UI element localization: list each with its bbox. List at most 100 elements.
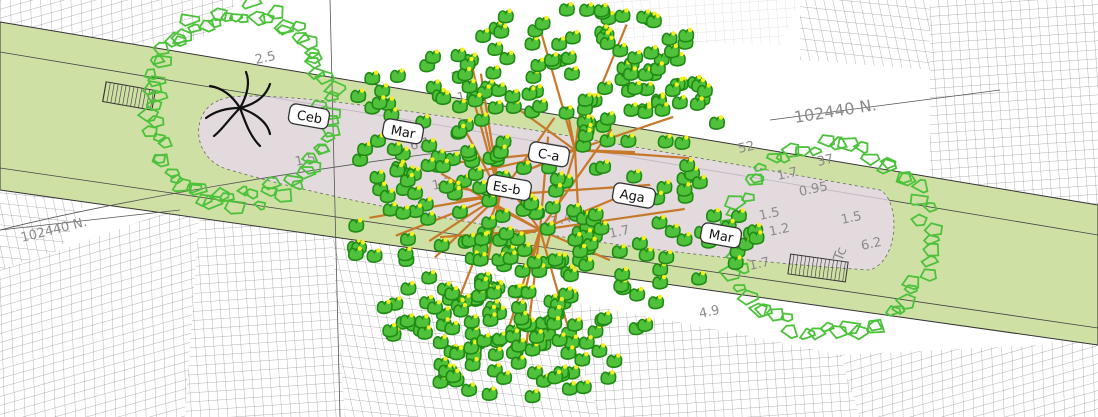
canopy-outline (146, 114, 165, 129)
canopy-outline (808, 146, 823, 157)
tree-icon (452, 98, 469, 114)
tree-icon (679, 157, 696, 173)
tree-icon (661, 31, 678, 46)
tree-icon (599, 132, 616, 148)
canopy-outline (290, 20, 306, 32)
tree-icon (432, 334, 449, 350)
tree-icon (532, 98, 549, 113)
tree-icon (651, 214, 668, 230)
tree-icon (691, 174, 708, 190)
tree-icon (521, 86, 538, 101)
dimension-label: 37 (816, 152, 835, 170)
canopy-outline (300, 159, 322, 175)
canopy-outline (765, 307, 785, 322)
canopy-outline (847, 324, 870, 341)
species-label-ceb: Ceb (296, 108, 324, 127)
tree-icon (487, 99, 504, 115)
tree-icon (652, 274, 669, 290)
tree-icon (587, 206, 604, 222)
tree-icon (599, 110, 616, 126)
tree-icon (528, 329, 545, 344)
tree-icon (638, 247, 655, 262)
tree-icon (591, 343, 608, 358)
tree-icon (706, 207, 723, 223)
tree-icon (606, 353, 623, 369)
tree-icon (467, 92, 484, 108)
tree-icon (399, 313, 416, 328)
tree-icon (348, 218, 365, 233)
tree-icon (445, 368, 462, 384)
tree-icon (663, 43, 680, 59)
tree-icon (482, 312, 499, 327)
tree-icon (678, 27, 695, 43)
tree-icon (502, 250, 519, 266)
tree-icon (453, 302, 470, 318)
tree-icon (575, 379, 592, 395)
canopy-outline (819, 321, 835, 333)
tree-icon (572, 243, 589, 259)
tree-icon (515, 160, 532, 175)
canopy-outline (186, 183, 203, 194)
canopy-outline (252, 200, 267, 211)
tree-icon (593, 220, 610, 236)
tree-icon (526, 254, 543, 270)
tree-icon (658, 249, 675, 265)
tree-icon (627, 80, 644, 96)
canopy-outline (817, 134, 835, 148)
tree-icon (414, 314, 431, 329)
label-tc: Tc (830, 245, 850, 264)
canopy-outline (723, 195, 747, 211)
tree-icon (539, 221, 556, 236)
canopy-outline (143, 68, 158, 81)
tree-icon (664, 82, 681, 98)
tree-icon (614, 8, 631, 23)
dimension-label: 1.5 (840, 209, 863, 228)
canopy-outline (909, 213, 928, 227)
canopy-outline (313, 70, 336, 86)
tree-icon (544, 199, 561, 215)
tree-icon (596, 310, 613, 326)
tree-icon (611, 243, 628, 259)
canopy-outline (170, 28, 193, 45)
tree-icon (731, 208, 748, 224)
tree-icon (513, 310, 530, 326)
canopy-outline (306, 51, 323, 65)
species-label-mar-2: Mar (708, 227, 735, 246)
canopy-outline (894, 293, 917, 310)
canopy-outline (879, 156, 897, 170)
tree-icon (449, 345, 466, 361)
tree-icon (561, 381, 578, 396)
canopy-outline (859, 153, 881, 167)
canopy-outline (312, 143, 331, 156)
tree-icon (395, 205, 412, 220)
tree-icon (577, 92, 594, 107)
tree-icon (578, 257, 595, 272)
tree-icon (366, 248, 383, 263)
tree-icon (614, 266, 631, 282)
canopy-outline (275, 24, 293, 36)
canopy-outline (827, 324, 848, 340)
tree-icon (487, 41, 504, 56)
tree-icon (620, 133, 637, 148)
canopy-outline (919, 268, 937, 282)
dimension-label: 1.7 (748, 255, 771, 274)
tree-icon (460, 143, 477, 159)
tree-icon (487, 346, 504, 362)
tree-icon (427, 300, 444, 315)
tree-icon (433, 237, 450, 253)
canopy-outline (910, 178, 929, 194)
canopy-outline (157, 136, 174, 149)
dimension-label: 4.9 (698, 303, 721, 322)
canopy-outline (274, 187, 293, 203)
tree-icon (379, 188, 396, 204)
tree-branch (574, 148, 690, 160)
tree-icon (599, 35, 616, 51)
tree-icon (350, 88, 367, 104)
tree-icon (382, 201, 399, 217)
tree-icon (600, 370, 617, 385)
canopy-outline (798, 327, 817, 341)
tree-icon (674, 135, 691, 150)
canopy-outline (897, 172, 913, 184)
tree-icon (491, 331, 508, 346)
tree-branch (539, 207, 685, 232)
